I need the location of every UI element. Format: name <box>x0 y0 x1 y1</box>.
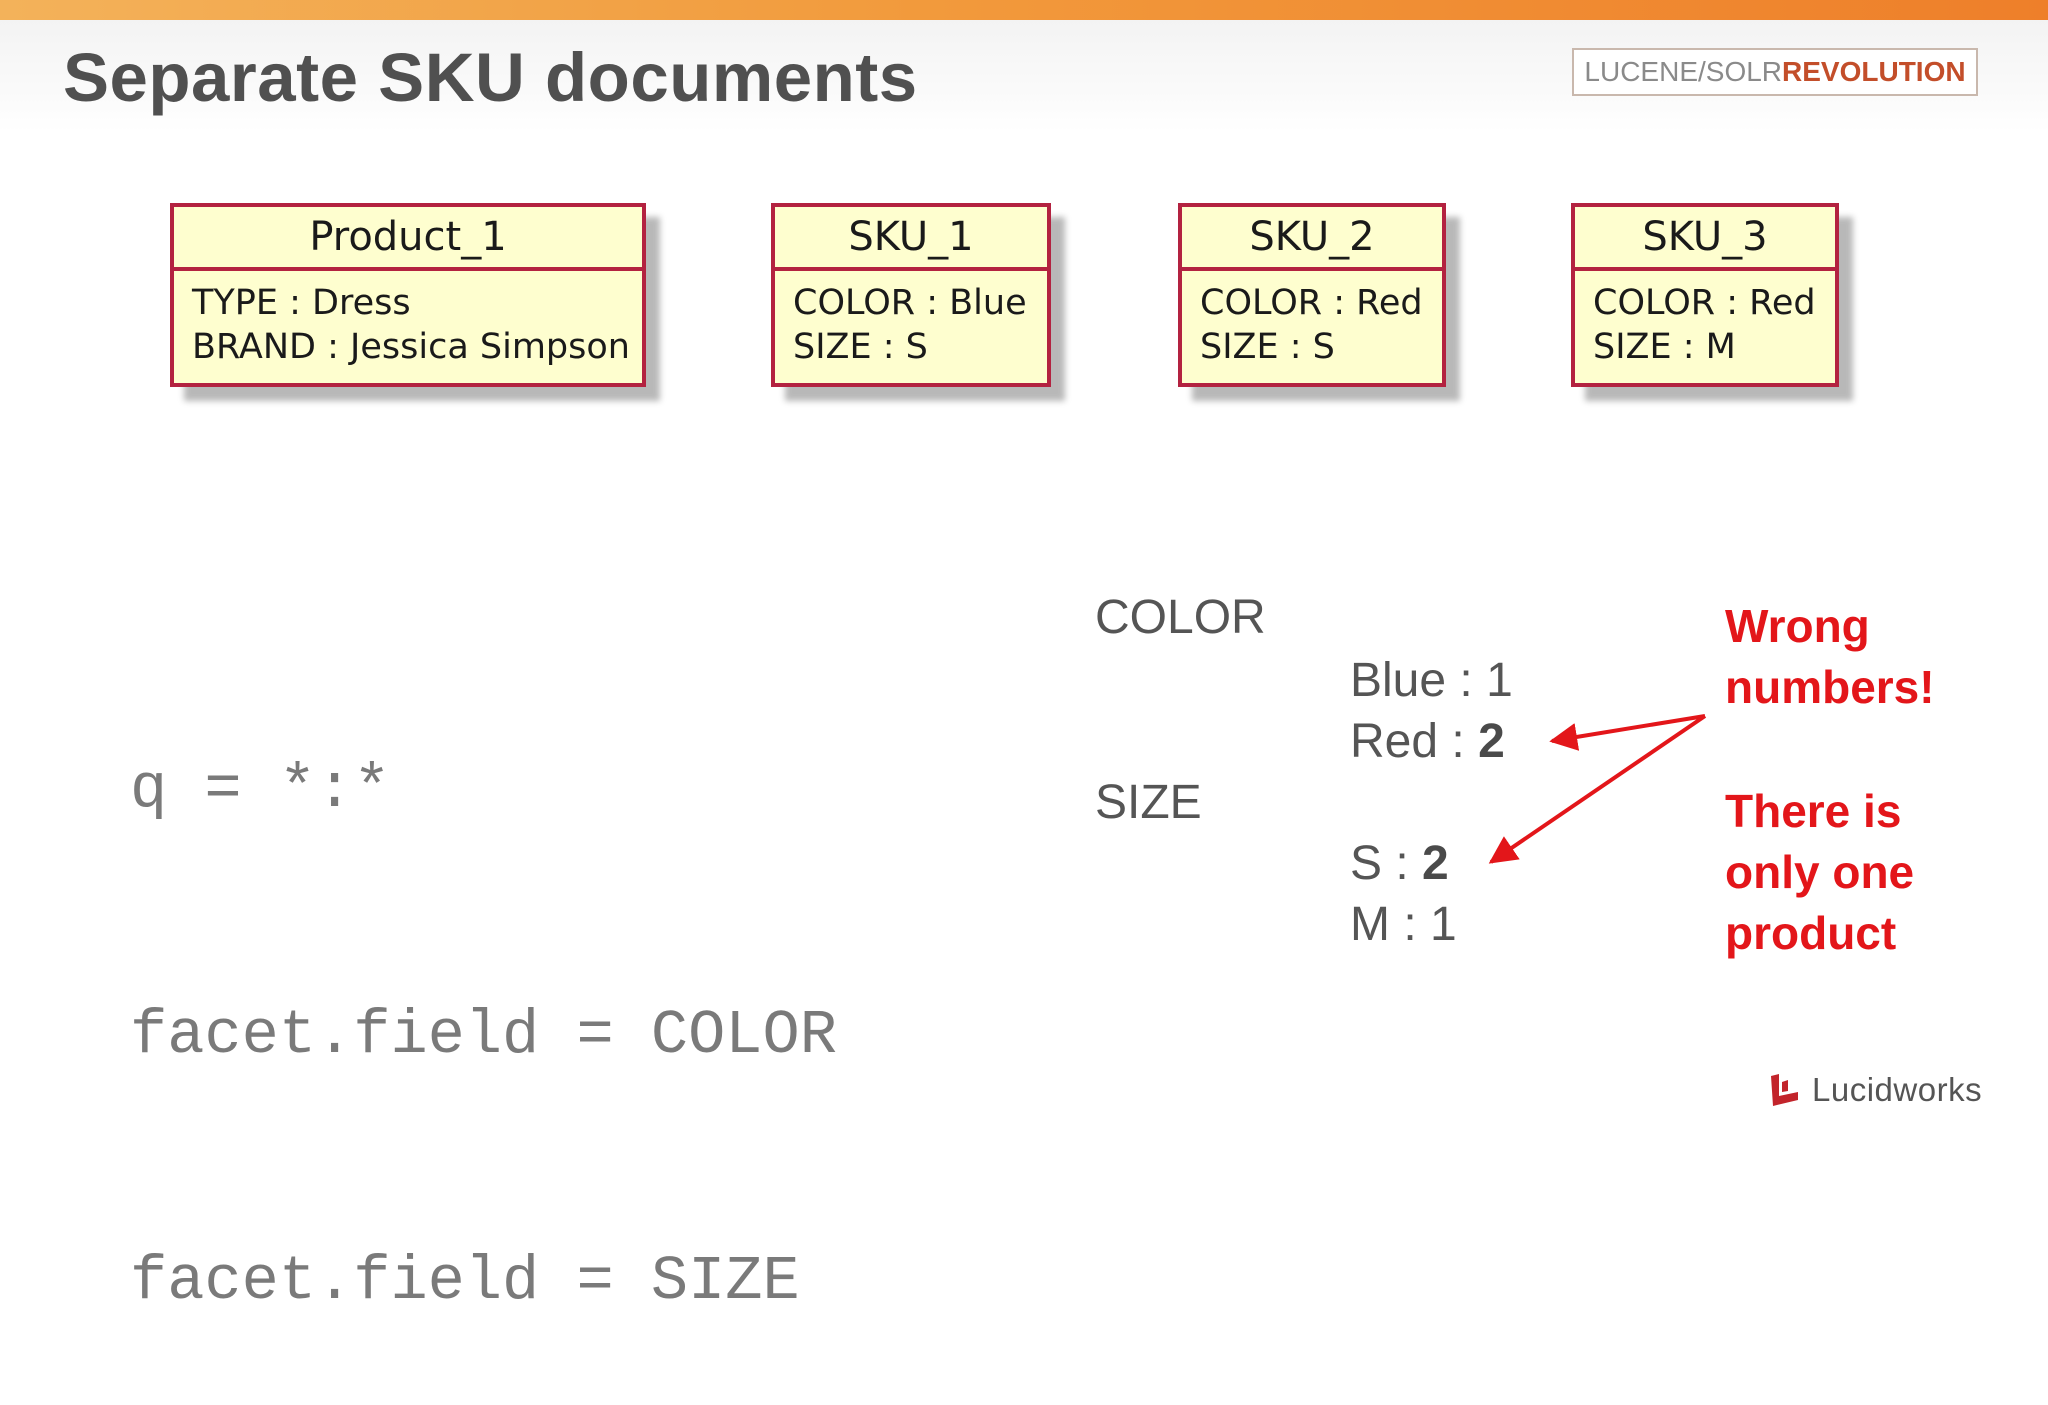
document-box-sku-1: SKU_1 COLOR : Blue SIZE : S <box>771 203 1051 387</box>
document-fields: COLOR : Blue SIZE : S <box>775 271 1047 369</box>
annotation-title: Wrong numbers! <box>1725 596 1935 718</box>
facet-value-count: 2 <box>1422 837 1449 890</box>
vendor-name: Lucidworks <box>1812 1071 1983 1108</box>
document-fields: TYPE : Dress BRAND : Jessica Simpson <box>174 271 642 369</box>
document-box-sku-3: SKU_3 COLOR : Red SIZE : M <box>1571 203 1839 387</box>
document-field: BRAND : Jessica Simpson <box>192 327 630 367</box>
arrow-to-s-count <box>1488 714 1707 864</box>
annotation-line: product <box>1725 907 1897 959</box>
query-line: q = *:* <box>130 754 391 825</box>
facet-label-color: COLOR <box>1095 591 1266 644</box>
annotation-line: Wrong <box>1725 600 1870 652</box>
document-field: COLOR : Blue <box>793 283 1027 323</box>
document-field: SIZE : S <box>793 327 928 367</box>
facet-value-count: 1 <box>1430 898 1457 951</box>
document-box-sku-2: SKU_2 COLOR : Red SIZE : S <box>1178 203 1446 387</box>
facet-value-count: 2 <box>1478 715 1505 768</box>
document-box-product-1: Product_1 TYPE : Dress BRAND : Jessica S… <box>170 203 646 387</box>
document-fields: COLOR : Red SIZE : M <box>1575 271 1835 369</box>
vendor-logo: Lucidworks <box>1766 1066 1982 1114</box>
facet-value-name: Red <box>1350 715 1439 768</box>
facet-value-name: M <box>1350 898 1390 951</box>
facet-value-name: S <box>1350 837 1383 890</box>
document-field: SIZE : M <box>1593 327 1736 367</box>
query-line: facet.field = SIZE <box>130 1246 800 1317</box>
facet-value-blue: Blue : 1 <box>1350 654 1513 707</box>
annotation-line: numbers! <box>1725 661 1935 713</box>
annotation-body: There is only one product <box>1725 781 1914 964</box>
document-field: TYPE : Dress <box>192 283 411 323</box>
annotation-line: only one <box>1725 846 1915 898</box>
annotation-line: There is <box>1725 785 1902 837</box>
document-fields: COLOR : Red SIZE : S <box>1182 271 1442 369</box>
document-field: SIZE : S <box>1200 327 1335 367</box>
facet-value-m: M : 1 <box>1350 898 1457 951</box>
document-name: SKU_1 <box>775 207 1047 271</box>
arrow-to-red-count <box>1549 714 1706 751</box>
document-name: Product_1 <box>174 207 642 271</box>
facet-value-count: 1 <box>1486 654 1513 707</box>
vendor-mark-icon <box>1771 1074 1798 1106</box>
facet-label-size: SIZE <box>1095 776 1202 829</box>
conference-logo-regular: LUCENE/SOLR <box>1584 56 1783 87</box>
annotation-arrows <box>1488 714 1707 864</box>
conference-logo-bold: REVOLUTION <box>1782 56 1966 87</box>
document-name: SKU_3 <box>1575 207 1835 271</box>
slide-title: Separate SKU documents <box>63 39 918 116</box>
facet-value-red: Red : 2 <box>1350 715 1505 768</box>
document-name: SKU_2 <box>1182 207 1442 271</box>
document-field: COLOR : Red <box>1593 283 1816 323</box>
document-field: COLOR : Red <box>1200 283 1423 323</box>
query-line: facet.field = COLOR <box>130 1000 837 1071</box>
facet-value-s: S : 2 <box>1350 837 1449 890</box>
top-accent-bar <box>0 0 2048 20</box>
facet-value-name: Blue <box>1350 654 1447 707</box>
